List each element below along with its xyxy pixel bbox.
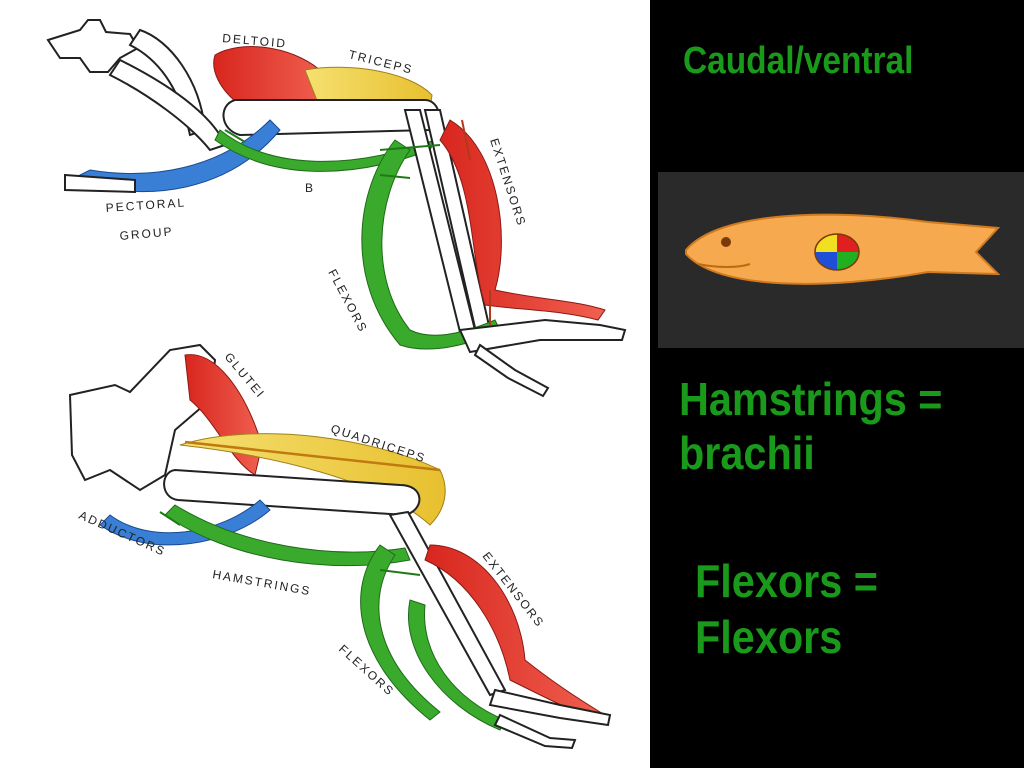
hamstrings-line-1: Hamstrings =	[679, 373, 943, 425]
forelimb-arrows	[224, 129, 441, 179]
fish-drawing	[685, 213, 1001, 285]
hindlimb-figure	[68, 343, 612, 750]
label-forelimb-flexors: FLEXORS	[325, 267, 370, 335]
rib-bone	[108, 58, 227, 152]
fish-eye	[721, 237, 731, 247]
hindlimb-arrows	[184, 440, 441, 472]
color-dot-icon	[814, 233, 860, 271]
label-pectoral-line2: GROUP	[119, 224, 174, 243]
pectoral-muscle	[68, 119, 281, 193]
anatomy-illustration: DELTOID TRICEPS EXTENSORS PECTORAL GROUP…	[0, 0, 650, 768]
label-deltoid: DELTOID	[222, 31, 288, 51]
hamstring-arrow	[159, 511, 181, 526]
extensor-arrow	[461, 119, 471, 161]
label-hamstrings: HAMSTRINGS	[211, 567, 312, 598]
flexors-flexors-text: Flexors = Flexors	[695, 553, 878, 665]
hindlimb-flexors-muscle	[360, 544, 441, 721]
sternum-bone	[64, 173, 136, 194]
caudal-ventral-heading: Caudal/ventral	[683, 40, 914, 82]
flexors-line-1: Flexors =	[695, 555, 878, 607]
fish-mouth	[697, 263, 751, 268]
pelvis-bone	[68, 343, 217, 492]
forelimb-figure	[46, 19, 627, 398]
tibia-bone	[388, 510, 507, 697]
flexors-line-2: Flexors	[695, 611, 843, 663]
forelimb-extensors-muscle	[439, 119, 606, 321]
flexor-arrow	[379, 569, 421, 576]
label-pectoral-line1: PECTORAL	[105, 195, 186, 215]
hamstrings-brachii-text: Hamstrings = brachii	[679, 372, 942, 480]
quadriceps-muscle	[179, 433, 446, 526]
forepaw-digit	[473, 343, 550, 398]
limb-muscle-diagram: DELTOID TRICEPS EXTENSORS PECTORAL GROUP…	[46, 19, 627, 750]
label-b: B	[305, 181, 315, 195]
hamstrings-line-2: brachii	[679, 427, 815, 479]
fish-panel	[658, 172, 1024, 348]
hindfoot-bone	[488, 688, 612, 727]
hindfoot-digit	[493, 713, 577, 750]
